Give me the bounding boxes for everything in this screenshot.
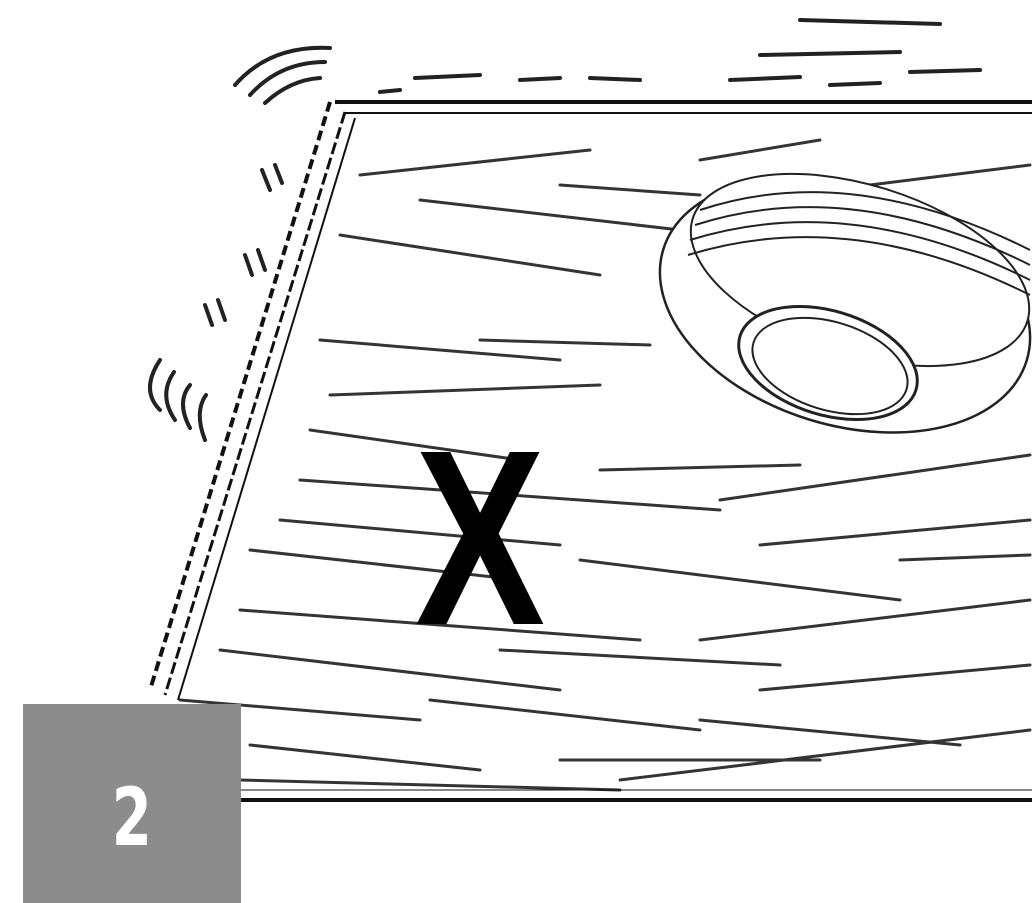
step-number: 2 bbox=[112, 778, 152, 858]
wall-dashed-lines bbox=[380, 20, 980, 92]
incorrect-mark-text: X bbox=[415, 413, 545, 663]
round-detector-device bbox=[628, 135, 1032, 476]
step-badge: 2 bbox=[23, 704, 241, 903]
incorrect-mark: X bbox=[418, 432, 543, 644]
